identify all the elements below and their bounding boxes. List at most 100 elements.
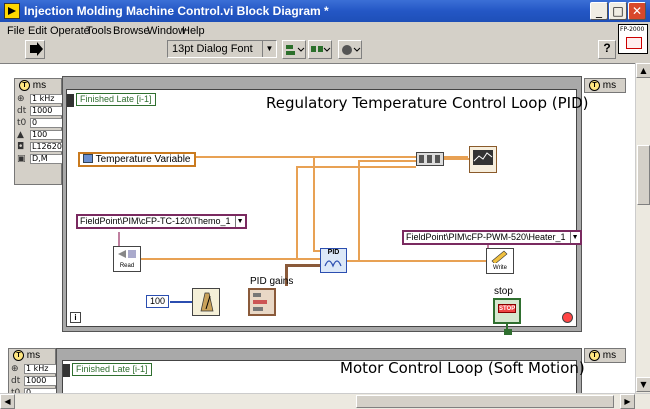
read-icon — [118, 250, 136, 258]
menu-edit[interactable]: Edit — [28, 25, 47, 37]
loop2-output-node[interactable]: T ms — [584, 348, 626, 363]
wire-setpoint[interactable] — [313, 250, 321, 252]
wire-io-in[interactable] — [118, 232, 120, 246]
distribute-objects-button[interactable] — [308, 40, 332, 59]
fieldpoint-read-node[interactable]: Read — [113, 246, 141, 272]
period-icon: ⊕ — [17, 94, 25, 104]
reorder-button[interactable] — [338, 40, 362, 59]
wire-read-chart-h[interactable] — [296, 166, 416, 168]
loop1-output-node[interactable]: T ms — [584, 78, 626, 93]
loop1-finished-late: Finished Late [i-1] — [76, 93, 156, 106]
wire-temp-to-pid[interactable] — [313, 156, 315, 251]
menu-operate[interactable]: Operate — [50, 25, 90, 37]
toolbar: 13pt Dialog Font ▼ ? — [0, 39, 618, 61]
run-arrow-icon — [30, 42, 43, 56]
vertical-scrollbar[interactable]: ▲ ▼ — [635, 63, 650, 393]
metronome-icon — [200, 292, 214, 312]
loop2-finished-late: Finished Late [i-1] — [72, 363, 152, 376]
wire-temp-to-chart[interactable] — [185, 156, 468, 158]
loop2-title: Motor Control Loop (Soft Motion) — [340, 359, 585, 377]
io-in-label: FieldPoint\PIM\cFP-TC-120\Themo_1 — [80, 216, 231, 226]
loop2-dt[interactable]: 1000 — [24, 376, 58, 386]
wire-pid-to-chart[interactable] — [358, 160, 360, 261]
loop1-mode[interactable]: D,M — [30, 154, 64, 164]
loop-condition-terminal[interactable] — [504, 329, 512, 335]
window-title: Injection Molding Machine Control.vi Blo… — [24, 4, 329, 18]
wire-pid-chart-h[interactable] — [358, 160, 416, 162]
loop1-period[interactable]: 1 kHz — [30, 94, 64, 104]
loop1-priority[interactable]: 100 — [30, 130, 64, 140]
menu-window[interactable]: Window — [147, 25, 187, 37]
cluster-icon — [253, 293, 267, 311]
scroll-up-icon[interactable]: ▲ — [636, 63, 650, 78]
io-in-constant[interactable]: FieldPoint\PIM\cFP-TC-120\Themo_1 ▼ — [76, 214, 247, 229]
menu-bar: File Edit Operate Tools Browse Window He… — [0, 22, 620, 39]
name-icon: ◘ — [17, 142, 25, 152]
scroll-left-icon[interactable]: ◀ — [0, 394, 15, 409]
loop1-dt[interactable]: 1000 — [30, 106, 64, 116]
wire-pid-to-write[interactable] — [346, 260, 486, 262]
stop-label: stop — [494, 286, 513, 297]
font-select[interactable]: 13pt Dialog Font ▼ — [167, 40, 277, 58]
chevron-down-icon: ▼ — [262, 41, 276, 57]
scroll-right-icon[interactable]: ▶ — [620, 394, 635, 409]
pencil-icon — [491, 250, 508, 265]
scroll-down-icon[interactable]: ▼ — [636, 377, 650, 392]
close-button[interactable]: ✕ — [628, 2, 646, 20]
finished-late-terminal — [63, 364, 70, 377]
loop2-period[interactable]: 1 kHz — [24, 364, 58, 374]
menu-file[interactable]: File — [7, 25, 25, 37]
finished-late-terminal — [67, 94, 74, 107]
wire-wait[interactable] — [170, 301, 192, 303]
wire-gains[interactable] — [285, 264, 288, 286]
chart-icon — [473, 150, 493, 165]
font-select-value: 13pt Dialog Font — [172, 43, 253, 55]
pid-gains-terminal[interactable] — [248, 288, 276, 316]
wire-gains-h[interactable] — [285, 264, 321, 267]
clock-icon: T — [589, 80, 600, 91]
loop1-name[interactable]: L12620 — [30, 142, 64, 152]
vi-icon[interactable]: FP-2000 — [618, 24, 648, 54]
context-help-button[interactable]: ? — [598, 40, 616, 59]
wait-ms-node[interactable] — [192, 288, 220, 316]
wire-read-to-pid[interactable] — [140, 258, 320, 260]
wire-bundle-to-chart[interactable] — [443, 158, 471, 160]
priority-icon: ▲ — [17, 130, 24, 140]
menu-browse[interactable]: Browse — [113, 25, 150, 37]
run-button[interactable] — [25, 40, 45, 59]
temperature-variable-label: Temperature Variable — [95, 154, 191, 165]
stop-button-terminal[interactable]: STOP — [493, 298, 521, 324]
labview-app-icon — [4, 3, 20, 19]
align-objects-button[interactable] — [282, 40, 306, 59]
pid-node[interactable]: PID — [320, 248, 347, 273]
wait-ms-constant[interactable]: 100 — [146, 295, 170, 308]
vertical-scroll-thumb[interactable] — [637, 145, 650, 205]
clock-icon: T — [589, 350, 600, 361]
fieldpoint-write-node[interactable]: Write — [486, 248, 514, 274]
menu-tools[interactable]: Tools — [86, 25, 112, 37]
menu-help[interactable]: Help — [182, 25, 205, 37]
period-icon: ⊕ — [11, 364, 19, 374]
loop2-t0-key: t0 — [11, 388, 21, 393]
wire-stop[interactable] — [506, 323, 508, 329]
mode-icon: ▣ — [17, 154, 26, 164]
horizontal-scrollbar[interactable]: ◀ ▶ — [0, 393, 650, 409]
loop1-t0[interactable]: 0 — [30, 118, 64, 128]
temperature-variable[interactable]: Temperature Variable — [78, 152, 197, 167]
wire-read-to-chart[interactable] — [296, 166, 298, 259]
read-label: Read — [119, 263, 135, 269]
reorder-icon — [342, 45, 361, 55]
io-out-label: FieldPoint\PIM\cFP-PWM-520\Heater_1 — [406, 232, 566, 242]
waveform-chart-terminal[interactable] — [469, 146, 497, 173]
bundle-node[interactable] — [416, 152, 444, 166]
minimize-button[interactable]: _ — [590, 2, 608, 20]
horizontal-scroll-thumb[interactable] — [356, 395, 614, 408]
maximize-button[interactable]: □ — [609, 2, 627, 20]
loop1-t0-key: t0 — [17, 118, 27, 128]
loop1-condition-icon[interactable] — [562, 312, 573, 323]
io-out-constant[interactable]: FieldPoint\PIM\cFP-PWM-520\Heater_1 ▼ — [402, 230, 582, 245]
bundle-icon — [419, 155, 440, 163]
